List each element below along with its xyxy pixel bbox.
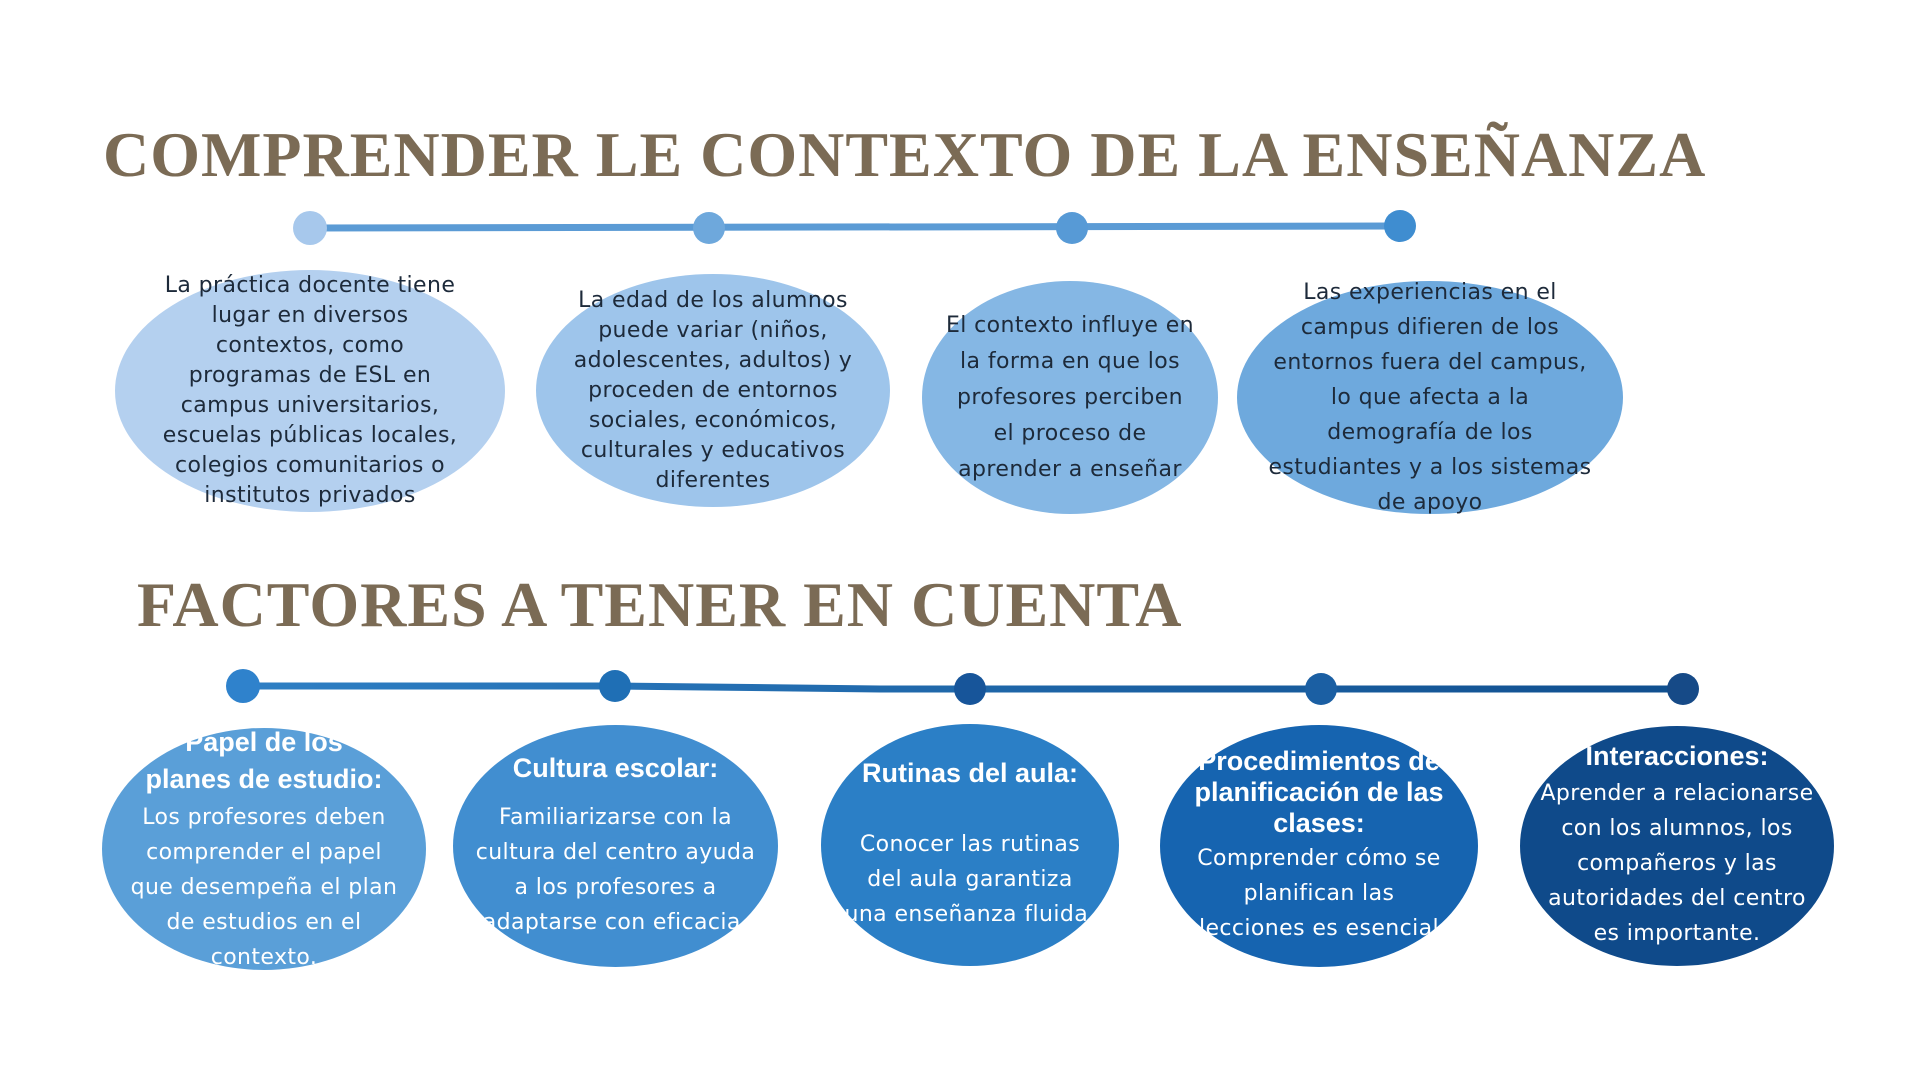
context-bubble-text: La edad de los alumnos puede variar (niñ… — [573, 287, 853, 493]
context-bubble-2: La edad de los alumnos puede variar (niñ… — [536, 274, 890, 507]
factor-title: Papel de los planes de estudio: — [145, 726, 383, 794]
factor-bubble-curriculum: Papel de los planes de estudio: Los prof… — [102, 727, 426, 970]
factors-title: FACTORES A TENER EN CUENTA — [137, 569, 1183, 640]
factor-bubble-interactions: Interacciones: Aprender a relacionarse c… — [1520, 726, 1834, 966]
bottom-timeline-node-3 — [954, 673, 986, 705]
context-bubble-1: La práctica docente tiene lugar en diver… — [115, 270, 505, 512]
factor-bubble-school-culture: Cultura escolar: Familiarizarse con la c… — [453, 725, 778, 967]
context-bubble-4: Las experiencias en el campus difieren d… — [1237, 280, 1623, 515]
factor-text: Comprender cómo se planifican las leccio… — [1197, 846, 1441, 941]
factor-title: Rutinas del aula: — [861, 758, 1079, 788]
bottom-timeline-node-1 — [226, 669, 260, 703]
top-timeline-node-3 — [1056, 212, 1088, 244]
factor-text: Familiarizarse con la cultura del centro… — [475, 804, 756, 935]
top-timeline-node-2 — [693, 212, 725, 244]
bottom-timeline-node-4 — [1305, 673, 1337, 705]
factor-bubble-classroom-routines: Rutinas del aula: Conocer las rutinas de… — [821, 724, 1119, 966]
factor-title: Interacciones: — [1585, 741, 1769, 771]
top-timeline-node-1 — [293, 211, 327, 245]
bottom-timeline-node-2 — [599, 670, 631, 702]
factor-bubble-lesson-planning: Procedimientos de planificación de las c… — [1160, 725, 1478, 967]
context-bubble-text: La práctica docente tiene lugar en diver… — [162, 273, 458, 508]
factor-title: Cultura escolar: — [512, 752, 719, 783]
top-timeline-node-4 — [1384, 210, 1416, 242]
factor-text: Los profesores deben comprender el papel… — [130, 804, 398, 970]
context-bubble-text: El contexto influye en la forma en que l… — [945, 312, 1195, 482]
factor-text: Aprender a relacionarse con los alumnos,… — [1540, 781, 1814, 946]
context-bubble-text: Las experiencias en el campus difieren d… — [1268, 280, 1592, 515]
bottom-timeline-node-5 — [1667, 673, 1699, 705]
bottom-timeline-line — [239, 682, 1687, 693]
factor-title: Procedimientos de planificación de las c… — [1194, 746, 1444, 838]
context-bubble-3: El contexto influye en la forma en que l… — [922, 281, 1218, 514]
factor-text: Conocer las rutinas del aula garantiza u… — [844, 832, 1096, 927]
top-timeline-line — [306, 222, 1404, 232]
context-title: COMPRENDER LE CONTEXTO DE LA ENSEÑANZA — [103, 119, 1707, 190]
